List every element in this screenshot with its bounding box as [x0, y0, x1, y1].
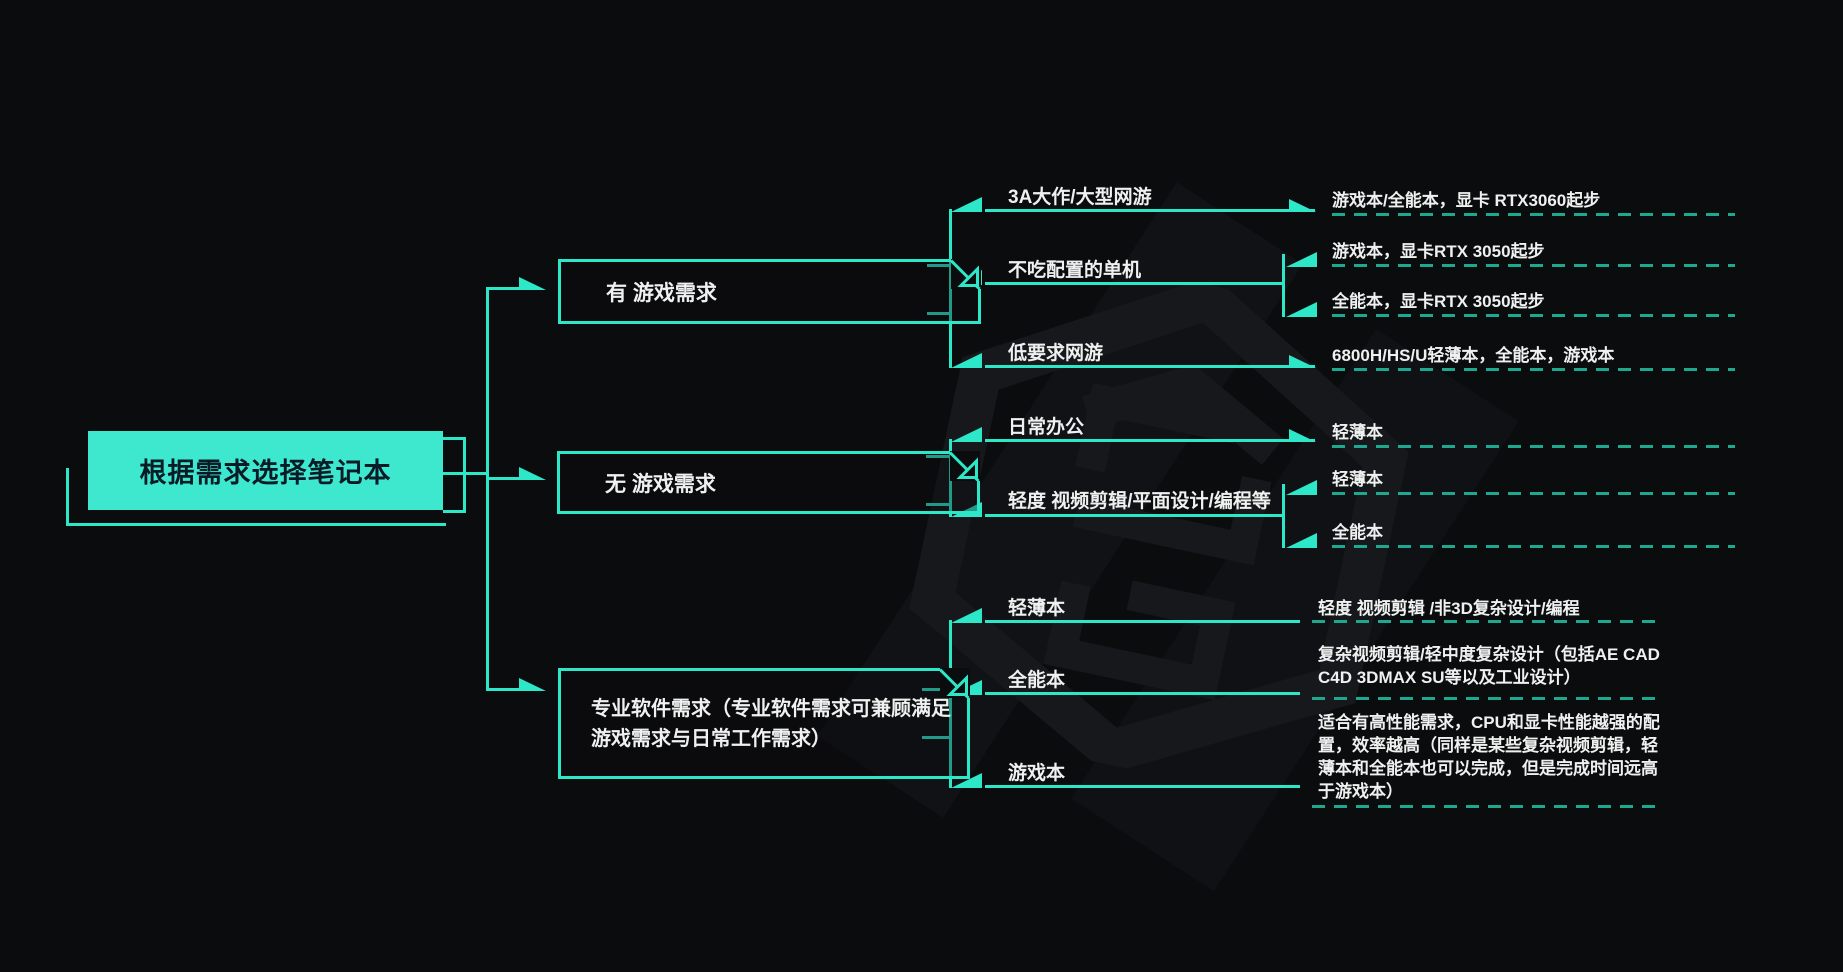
connector-line	[949, 620, 952, 788]
leaf-label[interactable]: 轻薄本	[1332, 423, 1383, 442]
connector-line	[486, 287, 520, 290]
branch-node-no-gaming[interactable]: 无 游戏需求	[557, 451, 980, 514]
arrow-icon	[519, 467, 546, 480]
subbranch-label[interactable]: 不吃配置的单机	[1008, 260, 1142, 281]
subbranch-label[interactable]: 日常办公	[1008, 417, 1085, 438]
leaf-label[interactable]: 适合有高性能需求，CPU和显卡性能越强的配置，效率越高（同样是某些复杂视频剪辑，…	[1318, 713, 1660, 801]
connector-line	[949, 209, 952, 368]
arrow-icon	[519, 277, 546, 290]
root-echo-line	[463, 437, 466, 513]
dashed-line	[1332, 445, 1735, 448]
leaf-label[interactable]: 全能本	[1332, 523, 1383, 542]
connector-line	[486, 477, 520, 480]
branch-echo-line	[922, 736, 951, 739]
root-echo-line	[443, 510, 466, 513]
dashed-line	[1312, 805, 1660, 808]
dashed-line	[1332, 264, 1735, 267]
subbranch-label[interactable]: 轻薄本	[1008, 598, 1066, 619]
dashed-line	[1312, 697, 1660, 700]
branch-echo-line	[926, 455, 951, 458]
root-echo-line	[66, 523, 446, 526]
leaf-label[interactable]: 游戏本，显卡RTX 3050起步	[1332, 242, 1545, 261]
leaf-label[interactable]: 全能本，显卡RTX 3050起步	[1332, 292, 1545, 311]
dashed-line	[1332, 368, 1735, 371]
branch-echo-line	[922, 688, 951, 691]
connector-line	[985, 785, 1300, 788]
leaf-label[interactable]: 游戏本/全能本，显卡 RTX3060起步	[1332, 191, 1601, 210]
subbranch-label[interactable]: 3A大作/大型网游	[1008, 187, 1152, 208]
watermark-logo	[909, 275, 1409, 775]
root-node-label: 根据需求选择笔记本	[139, 458, 392, 488]
root-echo-line	[443, 437, 466, 440]
connector-line	[985, 692, 1300, 695]
arrow-icon	[519, 678, 546, 691]
branch-echo-line	[927, 264, 951, 267]
subbranch-label[interactable]: 游戏本	[1008, 763, 1066, 784]
root-echo-line	[66, 468, 69, 526]
connector-line	[443, 472, 489, 475]
folded-corner-icon	[951, 259, 981, 289]
dashed-line	[1332, 545, 1735, 548]
connector-line	[985, 514, 1285, 517]
subbranch-label[interactable]: 轻度 视频剪辑/平面设计/编程等	[1008, 491, 1271, 512]
dashed-line	[1312, 620, 1660, 623]
subbranch-label[interactable]: 低要求网游	[1008, 343, 1104, 364]
branch-node-label: 无 游戏需求	[605, 472, 716, 496]
branch-node-label: 有 游戏需求	[606, 281, 717, 305]
connector-line	[486, 688, 520, 691]
branch-node-professional[interactable]: 专业软件需求（专业软件需求可兼顾满足游戏需求与日常工作需求）	[558, 668, 970, 779]
connector-line	[985, 365, 1315, 368]
root-node[interactable]: 根据需求选择笔记本	[88, 431, 443, 510]
arrow-icon	[951, 197, 982, 212]
subbranch-label[interactable]: 全能本	[1008, 670, 1066, 691]
leaf-label[interactable]: 轻度 视频剪辑 /非3D复杂设计/编程	[1318, 599, 1580, 618]
leaf-label[interactable]: 轻薄本	[1332, 470, 1383, 489]
connector-line	[985, 620, 1300, 623]
arrow-icon	[1289, 199, 1316, 212]
folded-corner-icon	[950, 451, 980, 481]
branch-echo-line	[927, 312, 951, 315]
connector-line	[486, 287, 489, 691]
leaf-label[interactable]: 复杂视频剪辑/轻中度复杂设计（包括AE CAD C4D 3DMAX SU等以及工…	[1318, 645, 1660, 687]
connector-line	[985, 209, 1315, 212]
connector-line	[985, 439, 1315, 442]
branch-node-label: 专业软件需求（专业软件需求可兼顾满足游戏需求与日常工作需求）	[591, 697, 951, 750]
dashed-line	[1332, 213, 1735, 216]
connector-line	[985, 282, 1285, 285]
connector-line	[1282, 484, 1285, 548]
leaf-label[interactable]: 6800H/HS/U轻薄本，全能本，游戏本	[1332, 346, 1615, 365]
dashed-line	[1332, 314, 1735, 317]
connector-line	[1282, 254, 1285, 317]
dashed-line	[1332, 492, 1735, 495]
branch-echo-line	[926, 503, 951, 506]
branch-node-gaming[interactable]: 有 游戏需求	[558, 259, 981, 324]
folded-corner-icon	[940, 668, 970, 698]
